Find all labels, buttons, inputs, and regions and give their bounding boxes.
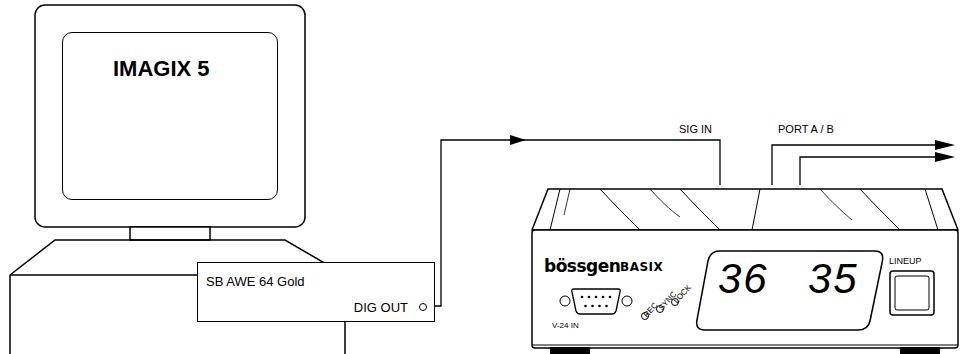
arrowhead [935, 152, 955, 162]
port-b-wire [800, 157, 950, 185]
port-label: PORT A / B [778, 123, 834, 135]
arrowhead [510, 135, 526, 145]
jack-socket [419, 303, 427, 311]
monitor-screen: IMAGIX 5 [62, 32, 278, 200]
port-name: DIG OUT [354, 301, 408, 315]
monitor-stand [130, 227, 210, 240]
port-a-wire [772, 145, 950, 185]
display-digits: 36 [718, 256, 769, 302]
arrowhead [935, 140, 955, 150]
monitor-label: IMAGIX 5 [113, 57, 210, 81]
brand-logo: bössgen [544, 257, 620, 276]
connector-label: V-24 IN [552, 322, 579, 331]
card-name: SB AWE 64 Gold [206, 275, 305, 289]
button-label: LINEUP [889, 257, 922, 267]
display-digits: 35 [808, 256, 859, 302]
monitor-bezel [35, 5, 305, 227]
signal-label: SIG IN [679, 123, 712, 135]
model-name: BASIX [620, 261, 663, 274]
sound-card-box: SB AWE 64 GoldDIG OUT [197, 262, 435, 322]
